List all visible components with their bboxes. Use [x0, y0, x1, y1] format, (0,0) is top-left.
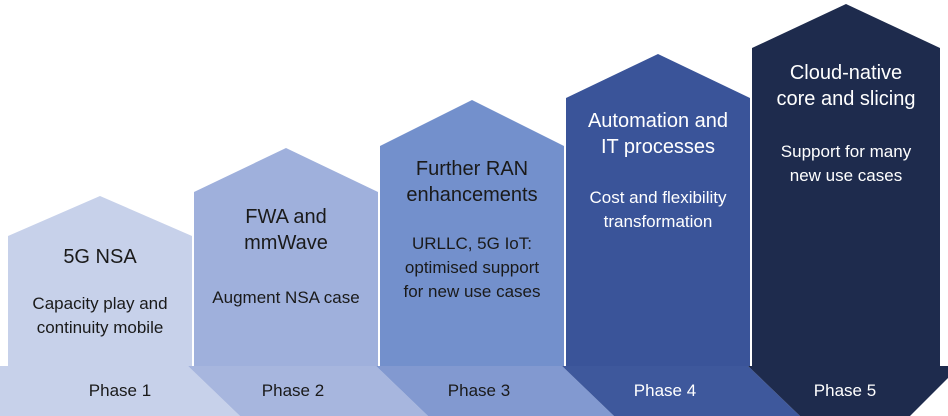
- phase-4-label: Phase 4: [633, 381, 697, 400]
- phase-2-content: FWA and mmWave Augment NSA case: [194, 204, 378, 310]
- phase-4-title: Automation and IT processes: [587, 110, 729, 158]
- ribbon-phase-2: [188, 366, 428, 416]
- column-phase-5: [752, 4, 940, 366]
- column-phase-4: [566, 54, 750, 366]
- column-phase-2: [194, 148, 378, 366]
- column-phase-3: [380, 100, 564, 366]
- phase-5-title: Cloud-native core and slicing: [776, 62, 916, 110]
- ribbon-phase-4: [562, 366, 800, 416]
- column-phase-1: [8, 196, 192, 366]
- phase-1-content: 5G NSA Capacity play and continuity mobi…: [8, 244, 192, 340]
- phase-2-description: Augment NSA case: [212, 288, 360, 307]
- ribbon-phase-1: [0, 366, 240, 416]
- phase-4-content: Automation and IT processes Cost and fle…: [566, 108, 750, 234]
- phase-3-content: Further RAN enhancements URLLC, 5G IoT: …: [380, 156, 564, 304]
- ribbon-phase-5: [748, 366, 948, 416]
- phase-4-description: Cost and flexibility transformation: [589, 188, 727, 231]
- phase-1-description: Capacity play and continuity mobile: [32, 294, 168, 337]
- phase-3-label: Phase 3: [447, 381, 511, 400]
- ribbon-phase-3: [376, 366, 614, 416]
- phase-3-description: URLLC, 5G IoT: optimised support for new…: [403, 234, 541, 301]
- phase-1-title: 5G NSA: [63, 246, 137, 268]
- phase-2-label: Phase 2: [261, 381, 325, 400]
- phase-5-content: Cloud-native core and slicing Support fo…: [752, 60, 940, 188]
- phase-5-description: Support for many new use cases: [780, 142, 912, 185]
- phase-1-label: Phase 1: [88, 381, 152, 400]
- phase-5-label: Phase 5: [813, 381, 877, 400]
- phase-3-title: Further RAN enhancements: [406, 158, 538, 206]
- phase-2-title: FWA and mmWave: [244, 206, 328, 254]
